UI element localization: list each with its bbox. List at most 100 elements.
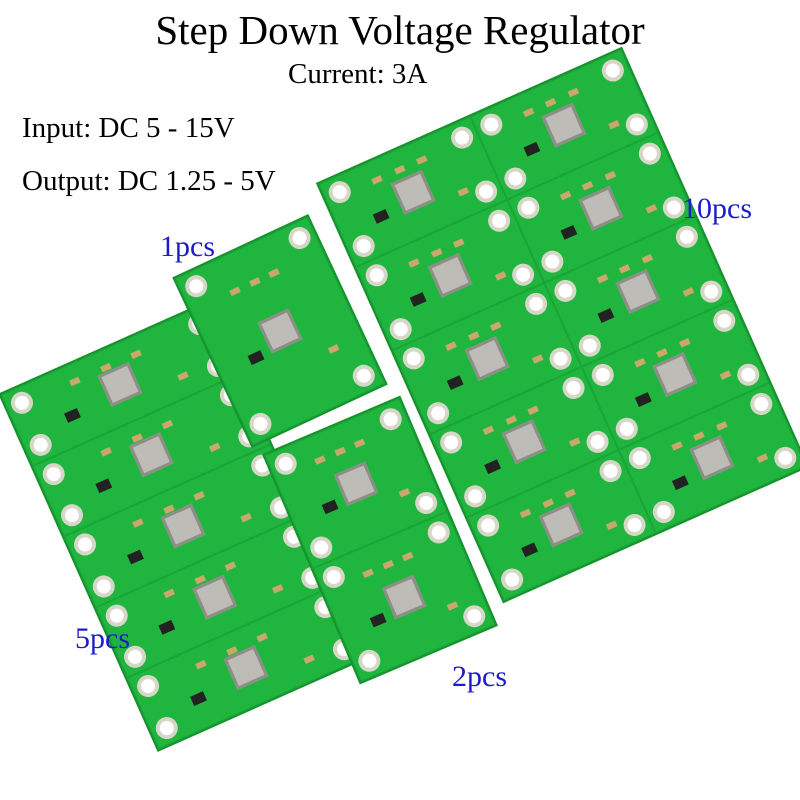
capacitor (581, 181, 594, 191)
mounting-hole (746, 389, 776, 419)
capacitor (670, 441, 683, 451)
capacitor (100, 447, 113, 457)
capacitor (362, 568, 374, 578)
regulator-chip (672, 474, 690, 490)
capacitor (641, 254, 653, 265)
mounting-hole (423, 398, 453, 428)
regulator-chip (483, 458, 501, 474)
regulator-chip (247, 350, 265, 366)
capacitor (504, 415, 517, 425)
mounting-hole (57, 500, 87, 530)
regulator-chip (635, 391, 653, 407)
capacitor (756, 453, 769, 464)
mounting-hole (447, 123, 477, 153)
inductor (427, 252, 473, 298)
mounting-hole (89, 571, 119, 601)
mounting-hole (354, 646, 384, 676)
mounting-hole (574, 331, 604, 361)
capacitor (682, 286, 695, 297)
mounting-hole (362, 260, 392, 290)
mounting-hole (473, 510, 503, 540)
mounting-hole (245, 409, 276, 439)
capacitor (240, 512, 252, 523)
capacitor (225, 561, 237, 572)
mounting-hole (582, 427, 612, 457)
capacitor (248, 277, 261, 287)
capacitor (527, 405, 539, 415)
capacitor (467, 331, 480, 342)
quantity-label-5pcs: 5pcs (75, 622, 130, 655)
mounting-hole (521, 289, 551, 319)
regulator-chip (158, 620, 176, 635)
regulator-chip (95, 478, 113, 494)
mounting-hole (497, 564, 527, 594)
capacitor (408, 258, 420, 269)
capacitor (633, 357, 646, 368)
mounting-hole (550, 276, 580, 306)
inductor (541, 102, 587, 148)
regulator-chip (523, 141, 541, 157)
regulator-chip (521, 542, 538, 558)
mounting-hole (696, 276, 726, 306)
capacitor (596, 274, 609, 285)
inductor (257, 308, 303, 354)
mounting-hole (411, 488, 441, 518)
capacitor (162, 419, 174, 430)
capacitor (130, 348, 143, 359)
mounting-hole (513, 193, 543, 223)
mounting-hole (325, 177, 355, 207)
mounting-hole (284, 223, 315, 253)
mounting-hole (399, 344, 429, 374)
current-spec: Current: 3A (288, 58, 428, 90)
capacitor (544, 97, 557, 108)
inductor (333, 461, 379, 506)
inductor (615, 268, 661, 314)
inductor (381, 574, 427, 619)
inductor (689, 435, 735, 481)
regulator-chip (409, 292, 427, 308)
product-title: Step Down Voltage Regulator (155, 7, 645, 53)
mounting-hole (39, 459, 69, 489)
mounting-hole (545, 344, 575, 374)
capacitor (177, 371, 189, 381)
capacitor (328, 344, 340, 355)
capacitor (69, 376, 81, 386)
capacitor (715, 421, 728, 431)
mounting-hole (70, 530, 100, 560)
mounting-hole (484, 206, 514, 236)
mounting-hole (471, 177, 501, 207)
regulator-chip (598, 308, 615, 324)
capacitor (393, 165, 406, 175)
capacitor (564, 488, 576, 499)
regulator-chip (321, 499, 339, 514)
mounting-hole (349, 361, 379, 391)
mounting-hole (476, 110, 506, 140)
capacitor (371, 175, 383, 185)
capacitor (430, 248, 443, 259)
regulator-chip (190, 691, 208, 706)
capacitor (457, 187, 469, 198)
mounting-hole (271, 449, 301, 479)
capacitor (604, 171, 616, 181)
output-spec: Output: DC 1.25 - 5V (22, 165, 276, 197)
capacitor (453, 238, 465, 249)
capacitor (354, 438, 366, 448)
capacitor (334, 446, 346, 457)
capacitor (559, 191, 572, 201)
mounting-hole (424, 518, 454, 547)
mounting-hole (595, 456, 625, 486)
mounting-hole (598, 55, 628, 86)
mounting-hole (460, 481, 490, 511)
capacitor (416, 155, 428, 165)
mounting-hole (133, 671, 163, 701)
capacitor (256, 632, 269, 643)
regulator-chip (369, 612, 387, 628)
capacitor (132, 518, 144, 528)
mounting-hole (386, 315, 416, 345)
inductor (501, 419, 547, 465)
capacitor (568, 437, 581, 448)
mounting-hole (26, 429, 56, 460)
mounting-hole (558, 373, 588, 403)
capacitor (402, 551, 414, 561)
capacitor (229, 286, 241, 296)
